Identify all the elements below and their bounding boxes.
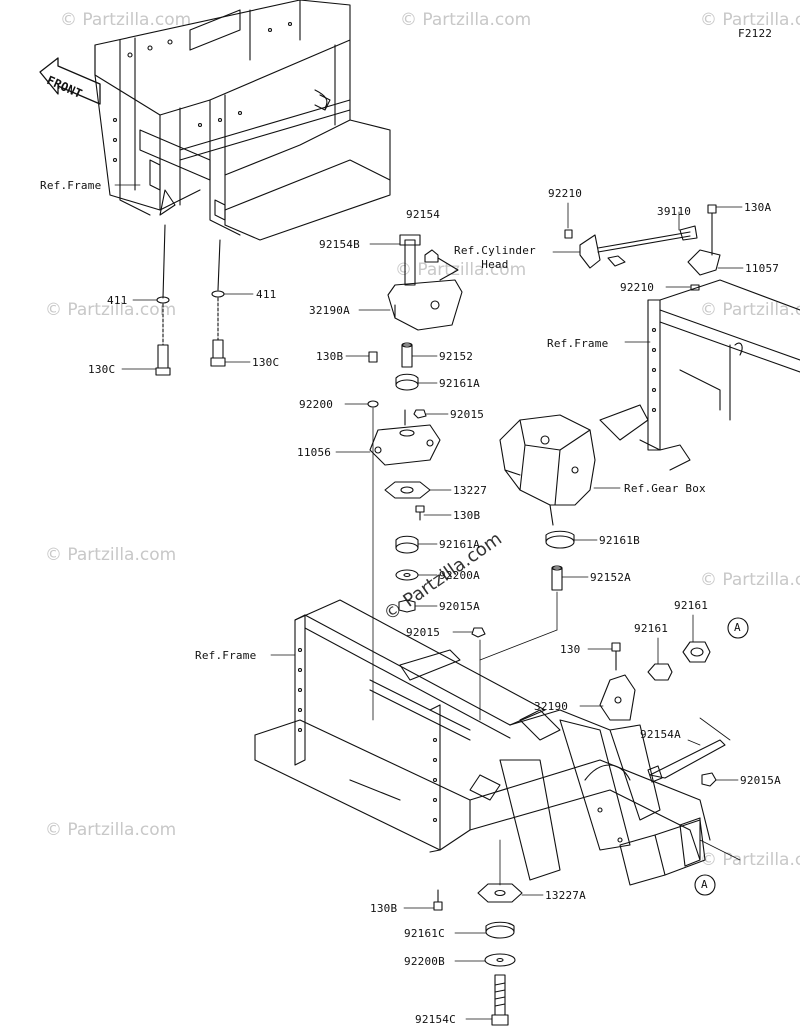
part-label[interactable]: 11056: [297, 446, 332, 459]
part-label[interactable]: 92152A: [590, 571, 631, 584]
bracket-11056: [369, 409, 441, 466]
part-label[interactable]: 13227A: [545, 889, 586, 902]
washer-92200B: [484, 953, 516, 967]
part-label[interactable]: 92200: [299, 398, 334, 411]
rubber-92161A-top: [395, 373, 419, 391]
part-label[interactable]: 92161: [674, 599, 709, 612]
part-label[interactable]: 92161C: [404, 927, 445, 940]
watermark: © Partzilla.com: [700, 10, 800, 30]
lower-frame-drawing: [254, 599, 711, 886]
watermark: © Partzilla.com: [45, 820, 177, 840]
rod-39110-assembly: [564, 204, 721, 291]
nut-92015-mid: [471, 627, 486, 638]
collar-92152: [401, 342, 413, 368]
watermark: © Partzilla.com: [45, 300, 177, 320]
part-label[interactable]: 92200B: [404, 955, 445, 968]
part-label[interactable]: 130B: [316, 350, 344, 363]
part-label[interactable]: 92152: [439, 350, 474, 363]
right-upper-frame-drawing: [599, 279, 800, 471]
washer-92200A: [395, 569, 419, 581]
bolt-130B-mid: [415, 505, 425, 521]
bracket-32190: [599, 674, 636, 721]
bolt-411-130C-right: [210, 239, 226, 367]
watermark: © Partzilla.com: [700, 570, 800, 590]
part-label[interactable]: 411: [107, 294, 128, 307]
part-label[interactable]: 92015: [450, 408, 485, 421]
part-label[interactable]: 130A: [744, 201, 772, 214]
bolt-411-130C-left: [155, 224, 171, 376]
part-label[interactable]: 92161A: [439, 377, 480, 390]
part-label[interactable]: 92161B: [599, 534, 640, 547]
watermark: © Partzilla.com: [700, 850, 800, 870]
watermark: © Partzilla.com: [400, 10, 532, 30]
part-label[interactable]: 92154: [406, 208, 441, 221]
part-label[interactable]: 92200A: [439, 569, 480, 582]
bolt-92154C: [491, 974, 509, 1026]
part-label[interactable]: 92015: [406, 626, 441, 639]
part-label[interactable]: 130B: [370, 902, 398, 915]
part-label[interactable]: 411: [256, 288, 277, 301]
part-label[interactable]: 92154C: [415, 1013, 456, 1026]
bolt-130: [611, 642, 621, 671]
part-label[interactable]: 92210: [548, 187, 583, 200]
part-label[interactable]: 32190A: [309, 304, 350, 317]
leader-lines: [114, 184, 744, 1020]
rubber-92161C: [485, 921, 515, 939]
callout-a-label: A: [734, 621, 741, 634]
part-label[interactable]: 130: [560, 643, 581, 656]
watermark: © Partzilla.com: [45, 545, 177, 565]
diagram-id: F2122: [738, 27, 773, 40]
plate-13227: [384, 481, 431, 499]
upper-frame-drawing: [94, 0, 391, 241]
part-label[interactable]: 92015A: [439, 600, 480, 613]
rubber-92161A-mid: [395, 535, 419, 554]
part-label[interactable]: 39110: [657, 205, 692, 218]
rubber-92161B: [545, 530, 575, 549]
bolt-130B-top: [367, 351, 379, 408]
ref-cylinder-head-label: Ref.Cylinder Head: [454, 244, 536, 271]
gear-box-drawing: [499, 414, 596, 526]
nut-92015A-right: [701, 772, 717, 787]
bolt-130B-bottom: [433, 889, 443, 911]
collar-92152A: [551, 565, 563, 591]
part-label[interactable]: 92161: [634, 622, 669, 635]
part-label[interactable]: 92154A: [640, 728, 681, 741]
ref-gear-box-label: Ref.Gear Box: [624, 482, 706, 495]
bolt-92154A: [647, 739, 726, 783]
part-label[interactable]: 92015A: [740, 774, 781, 787]
part-label[interactable]: 92154B: [319, 238, 360, 251]
callout-a-bottom: [694, 874, 716, 896]
part-label[interactable]: 92161A: [439, 538, 480, 551]
nut-92015A-mid: [398, 599, 416, 613]
part-label[interactable]: 130C: [252, 356, 280, 369]
watermark: © Partzilla.com: [395, 260, 527, 280]
ref-frame-label: Ref.Frame: [195, 649, 257, 662]
ref-frame-label: Ref.Frame: [40, 179, 102, 192]
watermark: © Partzilla.com: [60, 10, 192, 30]
rubber-92161-right: [682, 641, 711, 663]
part-label[interactable]: 11057: [745, 262, 780, 275]
ref-frame-label: Ref.Frame: [547, 337, 609, 350]
plate-13227A: [477, 883, 523, 903]
part-label[interactable]: 13227: [453, 484, 488, 497]
nut-92015-top: [413, 409, 427, 419]
part-label[interactable]: 130B: [453, 509, 481, 522]
rubber-92161-mid: [647, 663, 673, 681]
callout-a-top: [727, 617, 749, 639]
part-label[interactable]: 130C: [88, 363, 116, 376]
watermark: © Partzilla.com: [700, 300, 800, 320]
mount-bracket-32190A: [387, 234, 463, 331]
callout-a-label: A: [701, 878, 708, 891]
part-label[interactable]: 32190: [534, 700, 569, 713]
part-label[interactable]: 92210: [620, 281, 655, 294]
front-arrow-icon: [39, 57, 101, 105]
